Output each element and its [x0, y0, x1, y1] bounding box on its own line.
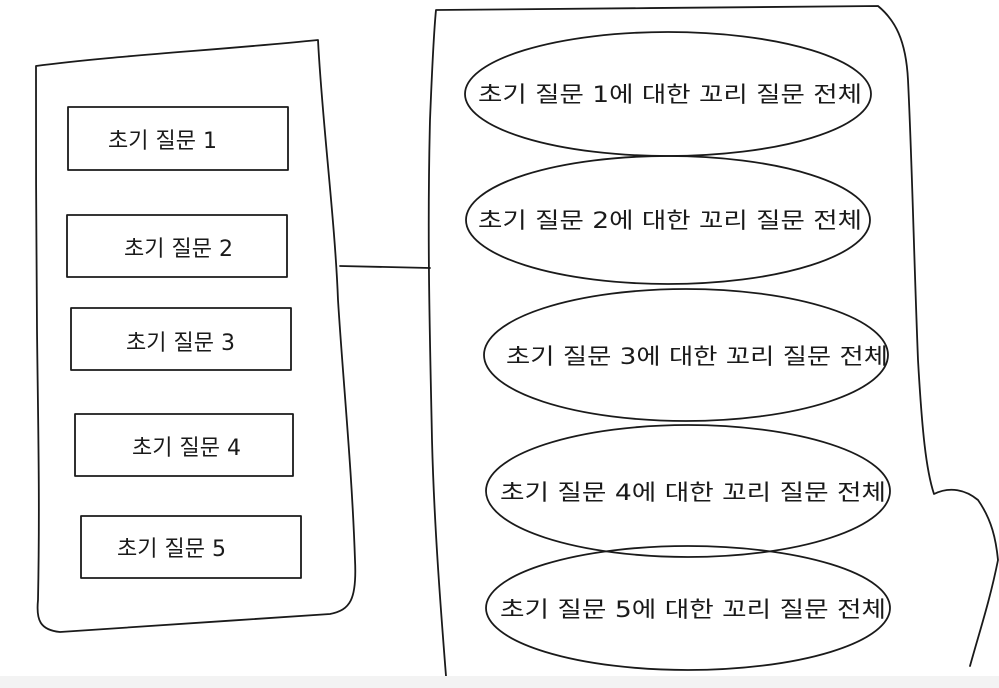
follow-up-label-1: 초기 질문 1에 대한 꼬리 질문 전체: [478, 83, 862, 108]
initial-question-box-1: [67, 106, 289, 171]
follow-up-ellipse-3: [483, 288, 889, 422]
follow-up-ellipse-2: [465, 155, 871, 285]
left-panel-outline: [35, 39, 357, 633]
right-panel-outline: [427, 5, 999, 677]
initial-question-label-5: 초기 질문 5: [117, 537, 226, 562]
follow-up-ellipse-5: [485, 545, 891, 671]
follow-up-label-2: 초기 질문 2에 대한 꼬리 질문 전체: [478, 209, 862, 234]
follow-up-ellipse-4: [485, 424, 891, 558]
bottom-strip: [0, 676, 999, 688]
follow-up-label-5: 초기 질문 5에 대한 꼬리 질문 전체: [500, 598, 886, 623]
initial-question-box-4: [74, 413, 294, 477]
connector-line: [339, 265, 431, 269]
follow-up-label-3: 초기 질문 3에 대한 꼬리 질문 전체: [506, 345, 888, 370]
initial-question-label-2: 초기 질문 2: [124, 237, 233, 262]
initial-question-label-4: 초기 질문 4: [132, 436, 241, 461]
initial-question-label-3: 초기 질문 3: [126, 331, 235, 356]
initial-question-box-3: [70, 307, 292, 371]
initial-question-box-5: [80, 515, 302, 579]
initial-question-box-2: [66, 214, 288, 278]
follow-up-label-4: 초기 질문 4에 대한 꼬리 질문 전체: [500, 481, 886, 506]
initial-question-label-1: 초기 질문 1: [108, 129, 217, 154]
